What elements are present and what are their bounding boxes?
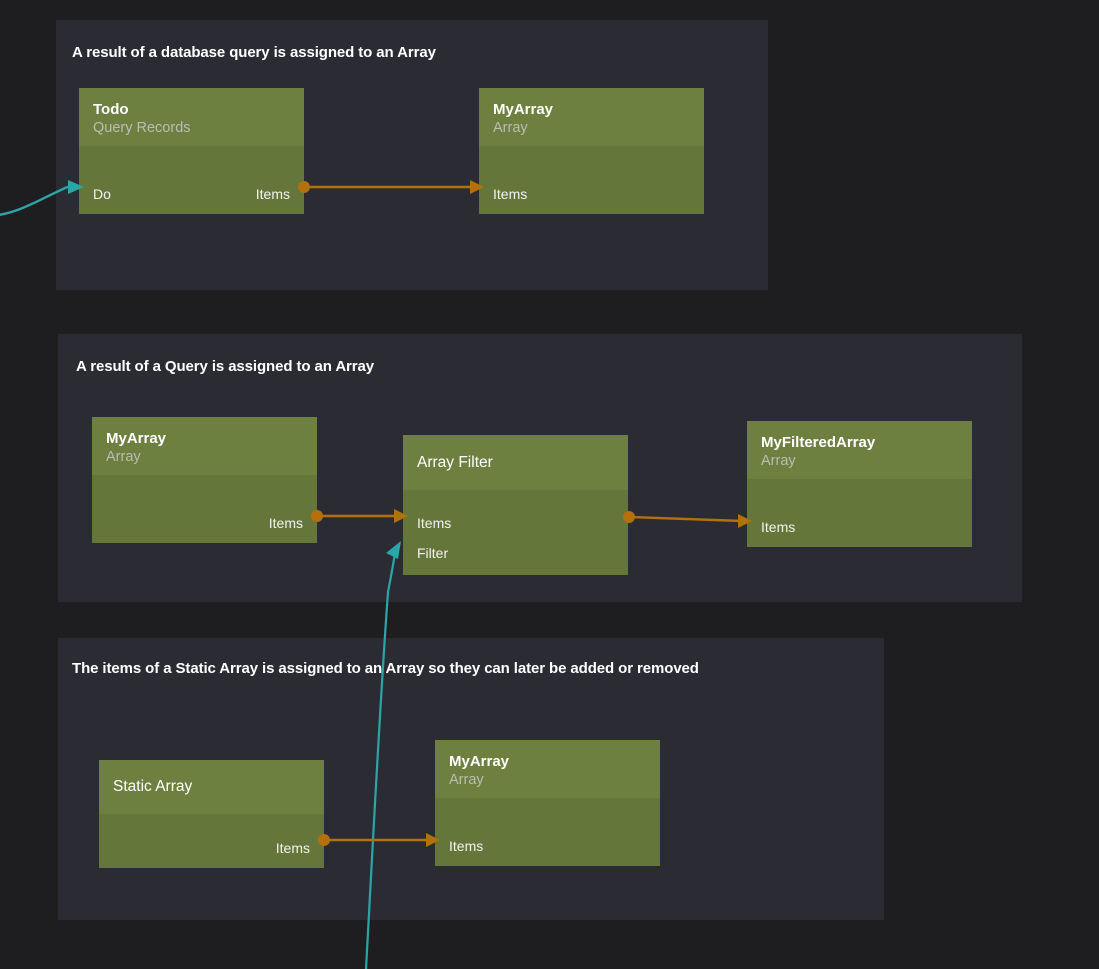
node-myfilteredarray-header: MyFilteredArray Array (747, 421, 972, 479)
port-todo-items[interactable]: Items (255, 186, 290, 202)
node-myfilteredarray-title: MyFilteredArray (761, 434, 876, 451)
port-todo-do[interactable]: Do (93, 186, 111, 202)
panel-title-query-result: A result of a Query is assigned to an Ar… (76, 358, 375, 375)
node-myarray-2[interactable]: MyArray Array Items (92, 417, 317, 543)
node-static-array-header: Static Array (99, 760, 324, 814)
node-array-filter-header: Array Filter (403, 435, 628, 490)
node-myarray-3-body: Items (435, 798, 660, 866)
port-static-array-items[interactable]: Items (275, 840, 310, 856)
node-static-array-title: Static Array (113, 778, 193, 795)
node-myfilteredarray-subtitle: Array (761, 453, 796, 469)
node-todo-body: Do Items (79, 146, 304, 214)
panel-title-database-query: A result of a database query is assigned… (72, 44, 436, 61)
node-myarray-1[interactable]: MyArray Array Items (479, 88, 704, 214)
node-myarray-3-title: MyArray (449, 753, 510, 770)
node-array-filter-title: Array Filter (417, 454, 493, 471)
node-todo-subtitle: Query Records (93, 120, 191, 136)
node-static-array[interactable]: Static Array Items (99, 760, 324, 868)
node-myarray-3-header: MyArray Array (435, 740, 660, 798)
node-array-filter[interactable]: Array Filter Items Filter (403, 435, 628, 575)
node-todo[interactable]: Todo Query Records Do Items (79, 88, 304, 214)
node-myarray-1-title: MyArray (493, 101, 554, 118)
port-myarray-3-items[interactable]: Items (449, 838, 484, 854)
node-myarray-2-header: MyArray Array (92, 417, 317, 475)
node-array-filter-body: Items Filter (403, 490, 628, 575)
node-myarray-1-body: Items (479, 146, 704, 214)
node-static-array-body: Items (99, 814, 324, 868)
node-myfilteredarray[interactable]: MyFilteredArray Array Items (747, 421, 972, 547)
panel-title-static-array: The items of a Static Array is assigned … (72, 660, 699, 677)
node-myarray-1-subtitle: Array (493, 120, 528, 136)
port-myfilteredarray-items[interactable]: Items (761, 519, 796, 535)
node-todo-header: Todo Query Records (79, 88, 304, 146)
node-myarray-2-subtitle: Array (106, 449, 141, 465)
port-myarray-2-items[interactable]: Items (268, 515, 303, 531)
node-myarray-2-body: Items (92, 475, 317, 543)
node-myarray-2-title: MyArray (106, 430, 167, 447)
node-myarray-3[interactable]: MyArray Array Items (435, 740, 660, 866)
node-myarray-3-subtitle: Array (449, 772, 484, 788)
port-array-filter-filter[interactable]: Filter (417, 545, 449, 561)
port-array-filter-items[interactable]: Items (417, 515, 452, 531)
node-myfilteredarray-body: Items (747, 479, 972, 547)
port-myarray-1-items[interactable]: Items (493, 186, 528, 202)
node-todo-title: Todo (93, 101, 129, 118)
node-myarray-1-header: MyArray Array (479, 88, 704, 146)
